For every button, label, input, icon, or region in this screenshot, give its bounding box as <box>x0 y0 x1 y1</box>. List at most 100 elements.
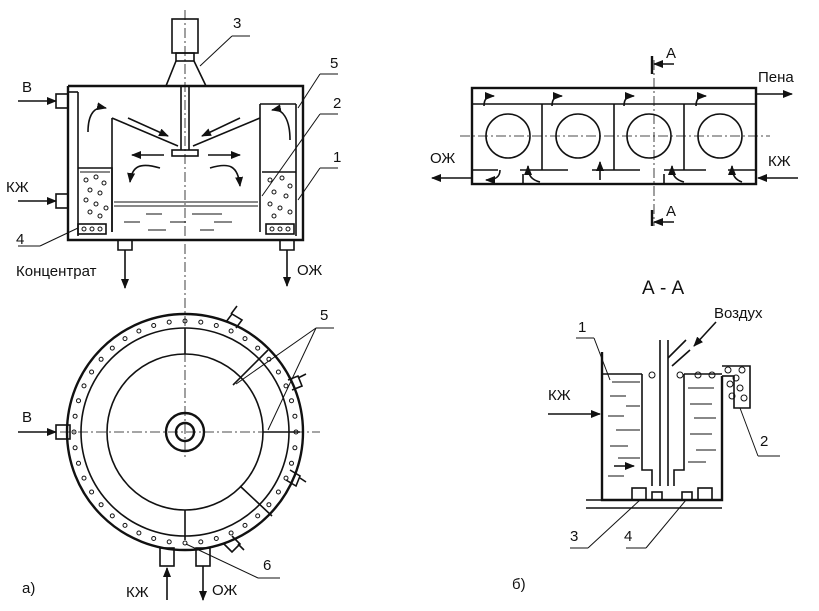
label-section-num-4: 4 <box>624 528 632 545</box>
aerator-hole <box>151 536 157 541</box>
aerator-hole <box>289 460 294 466</box>
label-rect-ozh: ОЖ <box>430 150 455 167</box>
tank-outer-wall <box>66 84 305 242</box>
liquid-lines <box>114 201 258 231</box>
right-aerator <box>265 223 295 235</box>
section-foam-bubbles <box>648 366 748 402</box>
section-foam-launder <box>722 365 751 409</box>
aerator-hole <box>275 369 281 375</box>
side-section-view <box>18 10 338 460</box>
label-inlet-v: В <box>22 79 32 96</box>
aerator-hole <box>255 513 261 519</box>
aerator-hole <box>109 513 115 519</box>
caption-b: б) <box>512 576 526 593</box>
label-section-kzh: КЖ <box>548 387 571 404</box>
rect-chambers <box>472 104 756 171</box>
motor-stand <box>164 60 208 87</box>
label-plan-kzh: КЖ <box>126 584 149 601</box>
left-cone-wall <box>111 117 179 232</box>
aerator-hole <box>228 328 234 334</box>
aerator-hole <box>72 445 78 451</box>
label-section-num-1: 1 <box>578 319 586 336</box>
label-section-num-2: 2 <box>760 433 768 450</box>
left-aerator <box>77 223 107 235</box>
rect-impeller-2 <box>555 113 601 159</box>
aerator-hole <box>292 445 298 451</box>
label-num-1: 1 <box>333 149 341 166</box>
label-rect-kzh: КЖ <box>768 153 791 170</box>
section-liquid-lines <box>608 381 716 477</box>
aerator-hole <box>198 319 204 325</box>
ozh-outlet <box>279 240 295 251</box>
aerator-hole <box>151 323 157 328</box>
plan-partition-3 <box>239 485 273 517</box>
aerator-hole <box>242 522 248 528</box>
aerator-hole <box>76 398 81 404</box>
section-aa-view <box>548 321 780 549</box>
label-num-3: 3 <box>233 15 241 32</box>
aerator-hole <box>275 489 281 495</box>
aerator-hole <box>136 328 142 334</box>
plan-view <box>18 305 334 601</box>
inlet-v-pipe <box>55 93 69 109</box>
rect-impeller-4 <box>697 113 743 159</box>
aerator-hole <box>72 413 78 419</box>
caption-a: а) <box>22 580 35 597</box>
label-plan-num-5: 5 <box>320 307 328 324</box>
label-section-num-3: 3 <box>570 528 578 545</box>
label-section-title: А - А <box>642 278 685 299</box>
right-bubbles <box>267 175 293 219</box>
plan-outlet-nozzles <box>223 305 307 554</box>
aerator-hole <box>289 398 294 404</box>
plan-aerator-holes <box>71 318 299 546</box>
aerator-hole <box>213 323 219 328</box>
aerator-hole <box>198 539 204 545</box>
rect-machine-plan <box>431 56 798 226</box>
label-num-2: 2 <box>333 95 341 112</box>
label-kzh-left: КЖ <box>6 179 29 196</box>
label-plan-ozh: ОЖ <box>212 582 237 599</box>
aerator-hole <box>166 539 172 545</box>
label-section-bottom: А <box>666 203 676 220</box>
aerator-hole <box>283 383 289 389</box>
aerator-hole <box>122 522 128 528</box>
plan-kzh-pipe <box>159 547 175 567</box>
right-cone-wall <box>192 117 261 232</box>
label-num-5: 5 <box>330 55 338 72</box>
plan-ozh-pipe <box>195 547 211 567</box>
label-concentrate: Концентрат <box>16 263 97 280</box>
aerator-hole <box>81 383 87 389</box>
aerator-hole <box>213 536 219 541</box>
aerator-hole <box>182 318 188 324</box>
impeller <box>171 149 199 157</box>
left-bubbles <box>83 174 109 219</box>
inlet-kzh-pipe <box>55 193 69 209</box>
aerator-hole <box>76 460 81 466</box>
aerator-hole <box>109 345 115 351</box>
label-plan-inlet-v: В <box>22 409 32 426</box>
aerator-hole <box>292 413 298 419</box>
aerator-hole <box>266 502 272 508</box>
aerator-hole <box>228 530 234 536</box>
aerator-hole <box>242 336 248 342</box>
aerator-hole <box>71 429 77 435</box>
air-arrow <box>693 321 717 347</box>
aerator-hole <box>81 475 87 481</box>
aerator-hole <box>98 502 104 508</box>
label-section-top: А <box>666 45 676 62</box>
aerator-hole <box>166 319 172 325</box>
aerator-hole <box>98 356 104 362</box>
rect-impeller-3 <box>626 113 672 159</box>
motor-flange <box>175 52 195 62</box>
aerator-hole <box>122 336 128 342</box>
left-foam-chamber <box>78 167 113 232</box>
aerator-hole <box>89 369 95 375</box>
aerator-hole <box>182 540 188 546</box>
plan-partition-1 <box>232 349 269 386</box>
label-foam: Пена <box>758 69 794 86</box>
label-ozh-top: ОЖ <box>297 262 322 279</box>
aerator-hole <box>255 345 261 351</box>
concentrate-outlet <box>117 240 133 251</box>
